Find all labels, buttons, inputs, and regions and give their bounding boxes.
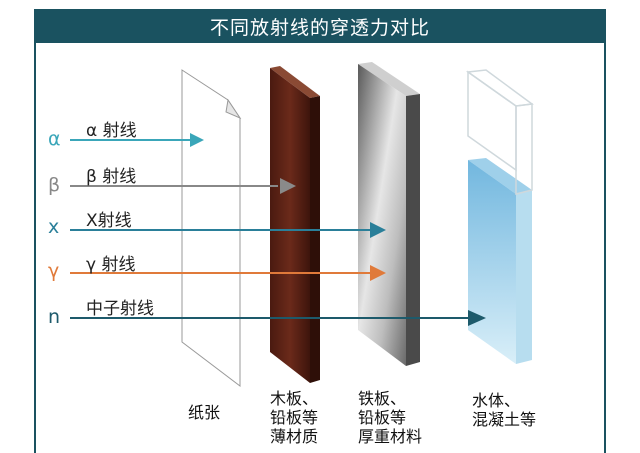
gamma-ray-arrow bbox=[70, 265, 386, 281]
beta-ray-label: β 射线 bbox=[86, 167, 137, 187]
alpha-ray-arrow bbox=[70, 133, 204, 147]
iron-plate bbox=[358, 62, 420, 366]
water-block bbox=[465, 69, 534, 364]
beta-ray-arrow bbox=[70, 178, 296, 194]
diagram-frame bbox=[34, 43, 606, 453]
x-symbol: x bbox=[48, 216, 60, 238]
beta-symbol: β bbox=[48, 174, 61, 196]
wood-caption-line1: 木板、 bbox=[270, 389, 319, 408]
neutron-symbol: n bbox=[48, 306, 61, 328]
paper-caption: 纸张 bbox=[188, 403, 221, 422]
paper-sheet bbox=[181, 69, 242, 388]
alpha-symbol: α bbox=[48, 128, 61, 150]
water-caption-line2: 混凝土等 bbox=[472, 410, 537, 429]
wood-caption-line3: 薄材质 bbox=[270, 427, 319, 446]
water-caption-line1: 水体、 bbox=[472, 391, 521, 410]
wood-board bbox=[270, 66, 320, 383]
alpha-ray-label: α 射线 bbox=[86, 121, 137, 141]
x-ray-arrow bbox=[70, 222, 386, 238]
iron-caption-line1: 铁板、 bbox=[358, 389, 407, 408]
iron-caption-line2: 铅板等 bbox=[358, 408, 407, 427]
neutron-ray-label: 中子射线 bbox=[86, 299, 154, 319]
diagram-title: 不同放射线的穿透力对比 bbox=[34, 9, 606, 43]
wood-caption-line2: 铅板等 bbox=[270, 408, 319, 427]
gamma-symbol: γ bbox=[48, 260, 60, 282]
x-ray-label: X射线 bbox=[86, 211, 132, 231]
gamma-ray-label: γ 射线 bbox=[86, 255, 136, 275]
neutron-ray-arrow bbox=[70, 310, 486, 326]
iron-caption-line3: 厚重材料 bbox=[358, 427, 423, 446]
